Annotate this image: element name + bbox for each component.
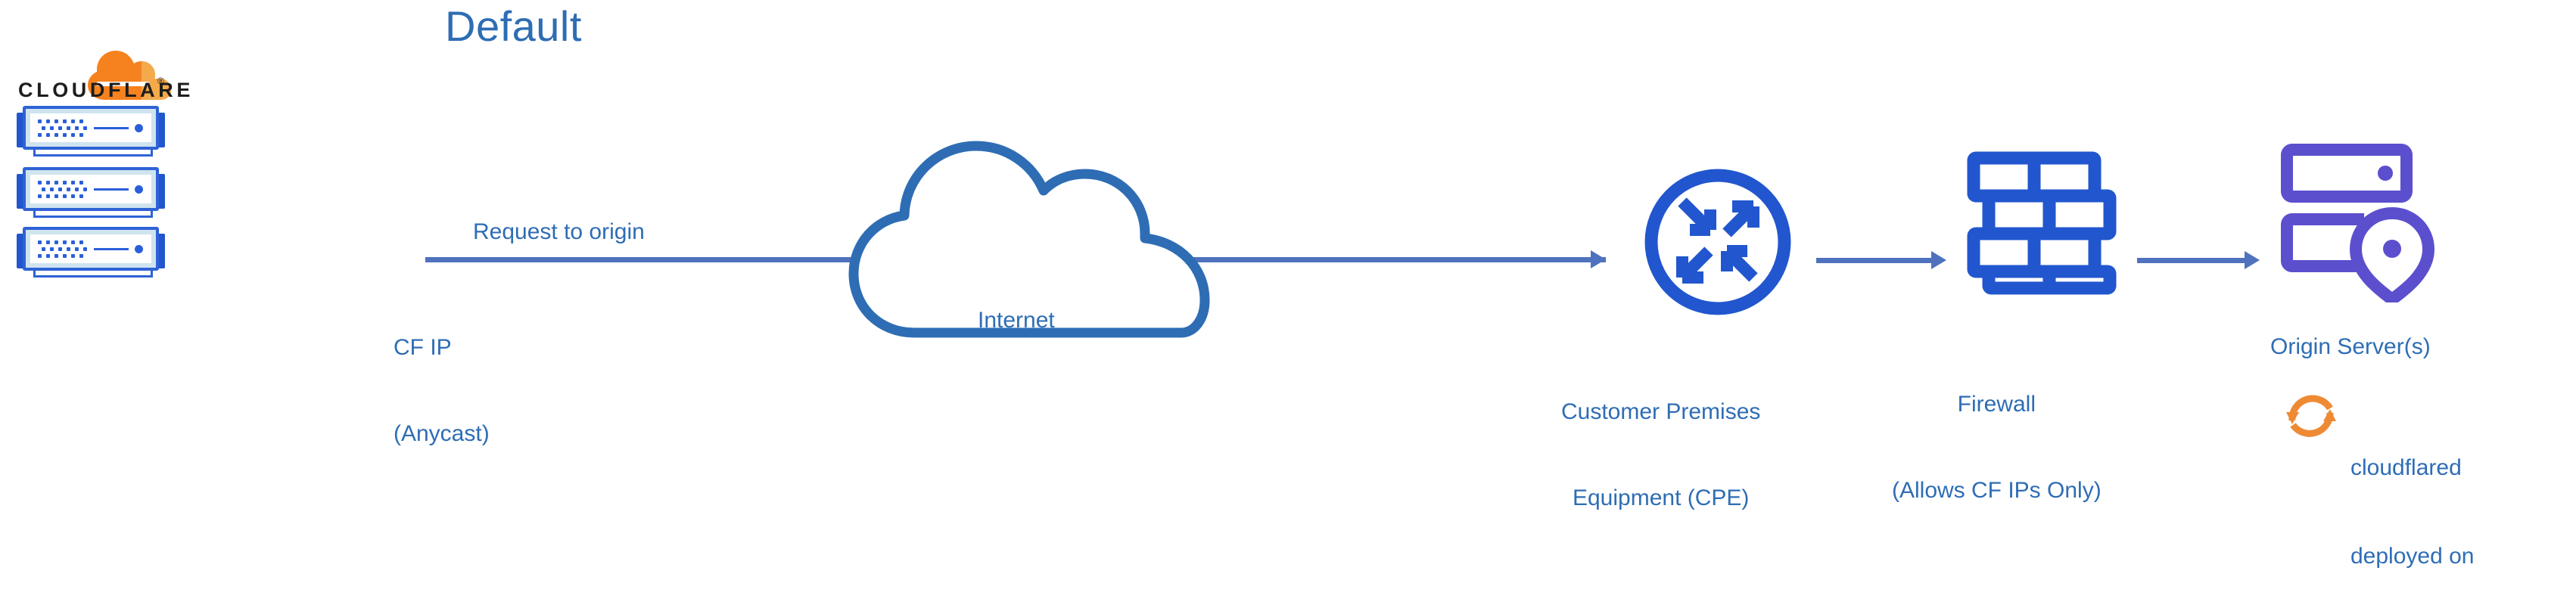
firewall-label-line2: (Allows CF IPs Only) (1892, 478, 2102, 503)
router-expand-arrows-icon (1638, 163, 1797, 321)
origin-server-label: Origin Server(s) (2270, 334, 2431, 359)
cloudflare-cloud-logo-icon (88, 51, 171, 100)
server-base-shadow (33, 210, 153, 218)
registered-trademark-mark: ® (157, 76, 164, 86)
cpe-to-firewall-arrow-head (1931, 251, 1946, 269)
firewall-label: Firewall (Allows CF IPs Only) (1892, 333, 2102, 563)
cloudflare-wordmark: CLOUDFLARE (18, 79, 194, 101)
cpe-to-firewall-arrow-line (1816, 258, 1937, 263)
page-title: Default (445, 2, 582, 50)
cloudflared-label-line2: deployed on (2350, 544, 2475, 569)
cf-ip-line2: (Anycast) (394, 421, 490, 446)
server-status-line (94, 188, 129, 191)
server-led-grid-icon (38, 119, 87, 137)
cf-ip-anycast-label: CF IP (Anycast) (394, 276, 490, 506)
cpe-label-line2: Equipment (CPE) (1572, 485, 1750, 510)
server-status-dot (135, 185, 143, 194)
server-led-grid-icon (38, 240, 87, 258)
cloudflare-logo (15, 39, 182, 107)
firewall-to-origin-arrow-head (2245, 251, 2260, 269)
cloudflared-label: cloudflared deployed on servers (2350, 394, 2474, 614)
server-rack-location-pin-icon (2279, 144, 2442, 305)
request-arrow-head (1591, 250, 1606, 268)
server-led-grid-icon (38, 181, 87, 198)
server-unit-icon (17, 227, 165, 278)
internet-cloud-icon (832, 113, 1264, 355)
server-unit-icon (17, 106, 165, 157)
server-status-line (94, 127, 129, 129)
cloudflared-label-line1: cloudflared (2350, 455, 2462, 480)
internet-label: Internet (978, 308, 1055, 333)
server-status-dot (135, 124, 143, 132)
cpe-label-line1: Customer Premises (1561, 399, 1761, 424)
refresh-cycle-icon (2282, 387, 2341, 446)
server-status-line (94, 248, 129, 250)
brick-wall-icon (1966, 151, 2117, 295)
server-status-dot (135, 245, 143, 253)
firewall-label-line1: Firewall (1957, 392, 2036, 417)
firewall-to-origin-arrow-line (2137, 258, 2251, 263)
cf-ip-line1: CF IP (394, 335, 452, 360)
request-to-origin-label: Request to origin (473, 219, 645, 244)
server-base-shadow (33, 270, 153, 278)
server-unit-icon (17, 167, 165, 218)
cpe-label: Customer Premises Equipment (CPE) (1561, 340, 1760, 570)
server-base-shadow (33, 149, 153, 157)
